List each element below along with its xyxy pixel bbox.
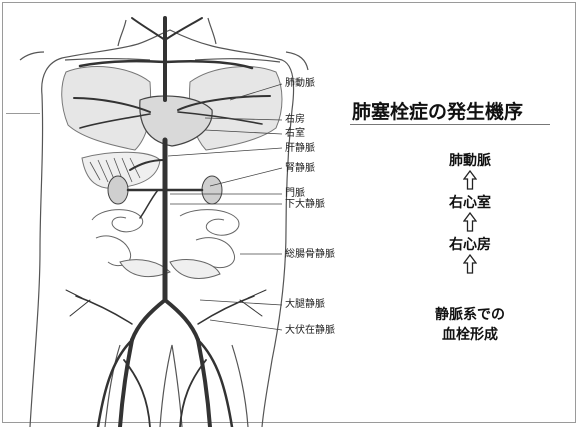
label-femoral-vein: 大腿静脈 xyxy=(285,299,325,310)
flow-step-right-ventricle: 右心室 xyxy=(410,192,530,212)
label-pulmonary-artery: 肺動脈 xyxy=(285,78,315,89)
flow-step-right-atrium: 右心房 xyxy=(410,234,530,254)
hollow-up-arrow-icon xyxy=(410,212,530,236)
title-underline xyxy=(350,124,550,125)
flow-step-thrombus-line2: 血栓形成 xyxy=(410,324,530,344)
right-kidney xyxy=(202,176,222,204)
hollow-up-arrow-icon xyxy=(410,254,530,278)
left-kidney xyxy=(108,176,128,204)
label-hepatic-vein: 肝静脈 xyxy=(285,143,315,154)
page-title: 肺塞栓症の発生機序 xyxy=(352,97,523,124)
flow-step-thrombus-line1: 静脈系での xyxy=(410,304,530,324)
label-portal-vein: 門脈 xyxy=(285,188,305,199)
label-right-ventricle: 右室 xyxy=(285,128,305,139)
label-renal-vein: 腎静脈 xyxy=(285,163,315,174)
label-ivc: 下大静脈 xyxy=(285,199,325,210)
hollow-up-arrow-icon xyxy=(410,170,530,194)
label-great-saphenous-vein: 大伏在静脈 xyxy=(285,325,335,336)
label-right-atrium: 右房 xyxy=(285,114,305,125)
flow-step-pulmonary-artery: 肺動脈 xyxy=(410,150,530,170)
label-common-iliac-vein: 総腸骨静脈 xyxy=(285,249,335,260)
